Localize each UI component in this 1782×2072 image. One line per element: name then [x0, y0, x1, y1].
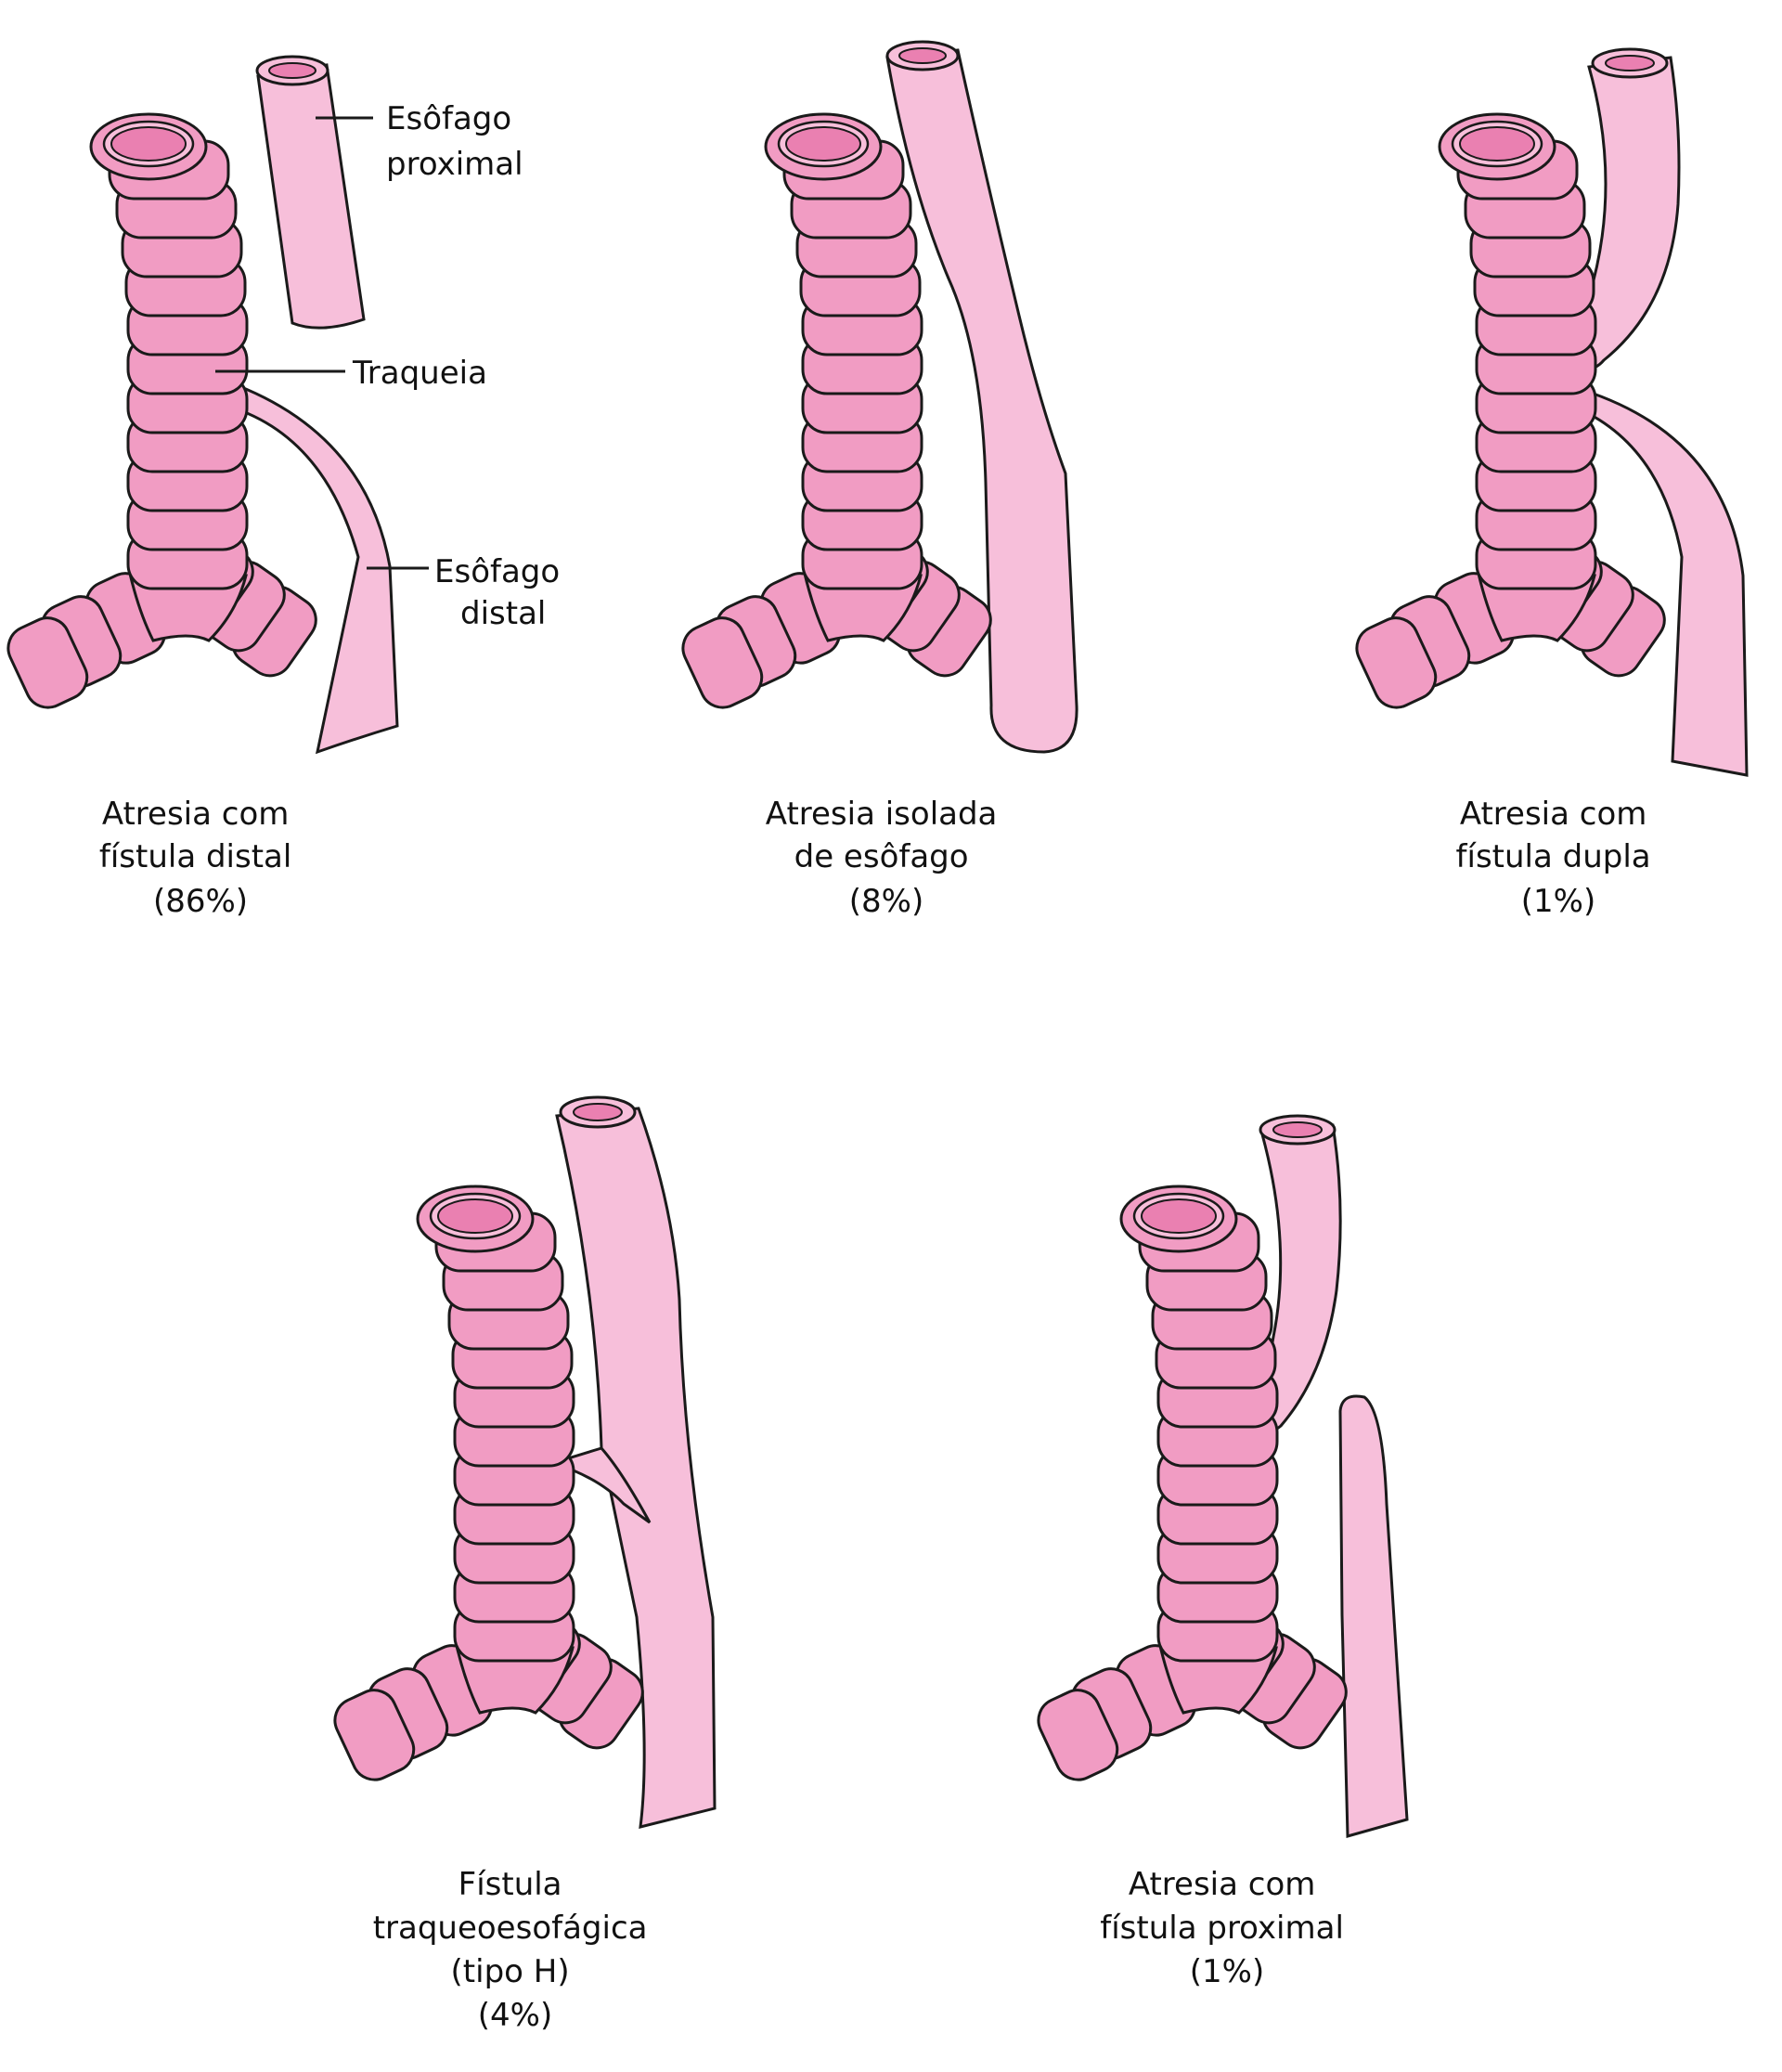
- panel-isolated-atresia: Atresia isolada de esôfago (8%): [681, 40, 1078, 920]
- distal-esophagus-label: Esôfago distal: [434, 553, 570, 632]
- label-lines: [215, 116, 429, 570]
- panel-h-type-fistula: Fístula traqueoesofágica (tipo H) (4%): [333, 1095, 717, 2034]
- trachea-opening: [416, 1185, 535, 1253]
- panel-5-caption: Atresia com fístula proximal (1%): [1100, 1866, 1353, 1990]
- trachea-rings: [1456, 139, 1597, 590]
- panel-1-caption-line-3: (86%): [153, 883, 248, 920]
- panel-2-caption-line-3: (8%): [849, 883, 923, 920]
- distal-esophagus-label-line-1: Esôfago: [434, 553, 560, 590]
- trachea: [333, 1185, 644, 1781]
- panel-2-caption-line-1: Atresia isolada: [766, 796, 998, 833]
- panel-3-caption: Atresia com fístula dupla (1%): [1456, 796, 1661, 920]
- trachea-opening: [1119, 1185, 1238, 1253]
- panel-2-caption: Atresia isolada de esôfago (8%): [766, 796, 1007, 920]
- proximal-esophagus: [1577, 47, 1681, 371]
- trachea: [1037, 1185, 1348, 1781]
- panel-1-caption-line-2: fístula distal: [99, 838, 291, 875]
- panel-4-caption: Fístula traqueoesofágica (tipo H) (4%): [373, 1866, 658, 2034]
- trachea: [6, 112, 317, 709]
- trachea-opening: [89, 112, 208, 181]
- panel-1-caption: Atresia com fístula distal (86%): [99, 796, 302, 920]
- proximal-esophagus-label: Esôfago proximal: [386, 100, 523, 183]
- trachea: [1355, 112, 1666, 709]
- proximal-esophagus: [255, 55, 366, 330]
- trachea-opening: [764, 112, 883, 181]
- trachea-rings: [108, 139, 249, 590]
- left-bronchus: [333, 1644, 494, 1781]
- distal-esophagus: [1338, 1394, 1409, 1838]
- panel-3-caption-line-1: Atresia com: [1460, 796, 1647, 833]
- panel-4-caption-line-1: Fístula: [458, 1866, 562, 1903]
- panel-3-caption-line-2: fístula dupla: [1456, 838, 1651, 875]
- panel-5-caption-line-1: Atresia com: [1129, 1866, 1316, 1903]
- panel-5-caption-line-3: (1%): [1190, 1953, 1264, 1990]
- proximal-esophagus: [885, 40, 1078, 754]
- panel-double-fistula: Atresia com fístula dupla (1%): [1355, 47, 1749, 920]
- trachea-rings: [782, 139, 923, 590]
- panel-1-caption-line-1: Atresia com: [102, 796, 290, 833]
- panel-distal-fistula: Esôfago proximal Traqueia Esôfago distal…: [6, 55, 570, 920]
- panel-4-caption-line-2: traqueoesofágica: [373, 1910, 648, 1947]
- trachea-rings: [434, 1211, 575, 1663]
- trachea-label: Traqueia: [352, 355, 487, 392]
- distal-esophagus-label-line-2: distal: [460, 595, 546, 632]
- panel-2-caption-line-2: de esôfago: [794, 838, 969, 875]
- panel-proximal-fistula: Atresia com fístula proximal (1%): [1037, 1114, 1409, 1990]
- panel-5-caption-line-2: fístula proximal: [1100, 1910, 1344, 1947]
- panel-4-caption-line-4: (4%): [478, 1997, 552, 2034]
- trachea-rings: [1138, 1211, 1279, 1663]
- panel-3-caption-line-3: (1%): [1521, 883, 1595, 920]
- esophagus-continuous: [549, 1095, 717, 1829]
- proximal-esophagus-label-line-1: Esôfago: [386, 100, 511, 137]
- trachea-opening: [1438, 112, 1556, 181]
- trachea: [681, 112, 992, 709]
- proximal-esophagus-label-line-2: proximal: [386, 146, 523, 183]
- panel-4-caption-line-3: (tipo H): [451, 1953, 570, 1990]
